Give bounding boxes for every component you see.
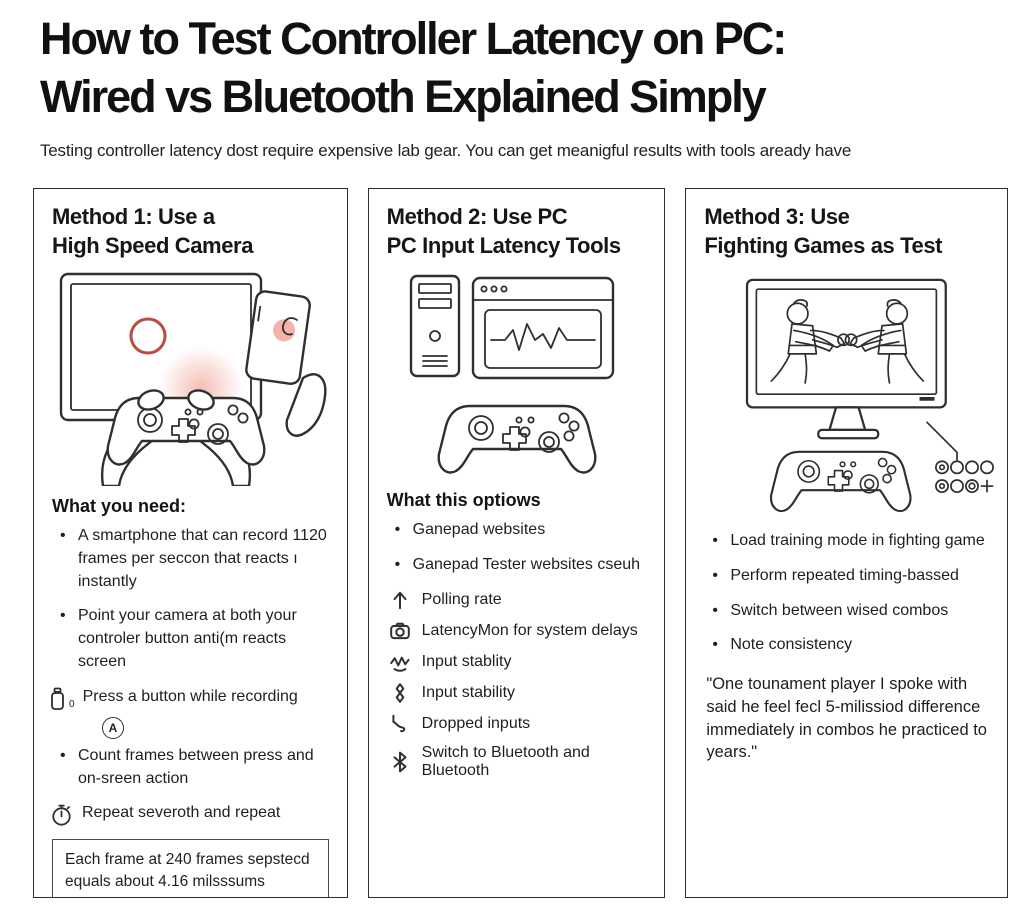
method3-panel: Method 3: Use Fighting Games as Test (685, 188, 1008, 898)
monitor-screen (755, 288, 938, 396)
pc-tools-illustration (409, 274, 614, 474)
right-thumb (187, 389, 216, 411)
on-screen-red-circle (129, 317, 167, 355)
monitor-base (817, 428, 880, 440)
fighter-left (770, 299, 851, 384)
method1-press-row: 0 Press a button while recording (50, 686, 331, 712)
method2-title-line2: PC Input Latency Tools (386, 232, 621, 258)
tool-row-input-stablity: Input stablity (389, 651, 649, 673)
method1-bullet-2: Point your camera at both your controler… (56, 605, 331, 673)
method1-title-line2: High Speed Camera (52, 232, 254, 258)
method2-title: Method 2: Use PC PC Input Latency Tools (385, 203, 649, 260)
method1-bullet-3: Count frames between press and on-sreen … (56, 745, 331, 790)
method1-title-line1: Method 1: Use a (52, 204, 215, 229)
a-button-icon: A (102, 717, 124, 739)
method3-bullet-1: Load training mode in fighting game (708, 530, 991, 553)
tool-label: Dropped inputs (421, 714, 531, 732)
methods-row: Method 1: Use a High Speed Camera (33, 188, 1008, 898)
controller (437, 404, 596, 474)
method3-bullet-4: Note consistency (708, 634, 991, 657)
page-title-line2: Wired vs Bluetooth Explained Simply (40, 70, 767, 122)
tool-row-polling: Polling rate (389, 589, 649, 611)
method3-title-line1: Method 3: Use (704, 204, 850, 229)
method1-section-heading: What you need: (52, 496, 186, 517)
tool-row-dropped-inputs: Dropped inputs (389, 713, 649, 735)
tool-label: Switch to Bluetooth and Bluetooth (421, 743, 590, 779)
dropped-input-icon (392, 714, 405, 732)
camera-icon (389, 622, 410, 639)
latency-waveform (489, 323, 596, 352)
tool-row-input-stability: Input stability (389, 682, 649, 704)
monitor-logo (919, 397, 935, 401)
bluetooth-icon (393, 751, 407, 772)
method3-bullet-2: Perform repeated timing-bassed (708, 565, 991, 588)
method2-bullet-2: Ganepad Tester websites cseuh (391, 554, 649, 577)
tool-label: Input stability (421, 683, 516, 701)
method1-bullet-list-2: Count frames between press and on-sreen … (56, 745, 331, 790)
phone-hand (285, 373, 327, 437)
method2-bullet-1: Ganepad websites (391, 519, 649, 542)
camera-test-illustration (60, 272, 327, 487)
waveform-icon (389, 656, 410, 672)
page-title: How to Test Controller Latency on PC: Wi… (40, 10, 984, 125)
method1-title: Method 1: Use a High Speed Camera (50, 203, 331, 260)
method2-tool-list: Polling rate LatencyMon for system delay… (385, 589, 649, 780)
button-callout (926, 421, 995, 494)
method3-quote: "One tounament player I spoke with said … (706, 675, 987, 762)
method1-note-box: Each frame at 240 frames sepstecd equals… (52, 839, 329, 897)
method1-bullet-1: A smartphone that can record 1120 frames… (56, 525, 331, 593)
pc-tower (409, 274, 460, 378)
controller (106, 396, 266, 466)
page-subtitle: Testing controller latency dost require … (40, 141, 852, 161)
stopwatch-icon (52, 805, 71, 827)
method3-bullet-list: Load training mode in fighting game Perf… (708, 530, 991, 657)
left-thumb (137, 389, 166, 411)
method3-title: Method 3: Use Fighting Games as Test (702, 203, 991, 260)
phone-button-icon (51, 687, 64, 710)
header: How to Test Controller Latency on PC: Wi… (0, 0, 1024, 161)
method1-panel: Method 1: Use a High Speed Camera (33, 188, 348, 898)
fighting-game-illustration (746, 278, 995, 513)
method3-bullet-3: Switch between wised combos (708, 600, 991, 623)
tool-label: Polling rate (421, 590, 502, 608)
tool-row-bluetooth: Switch to Bluetooth and Bluetooth (389, 744, 649, 780)
tool-label: Input stablity (421, 652, 512, 670)
smartphone (245, 290, 312, 386)
method1-repeat-row: Repeat severoth and repeat (50, 802, 331, 827)
method2-title-line1: Method 2: Use PC (386, 204, 568, 229)
method1-bullet-list: A smartphone that can record 1120 frames… (56, 525, 331, 673)
tool-label: LatencyMon for system delays (421, 621, 638, 639)
method2-section-heading: What this optiows (386, 490, 541, 511)
page-title-line1: How to Test Controller Latency on PC: (40, 13, 787, 64)
method1-repeat-label: Repeat severoth and repeat (82, 804, 281, 822)
tool-row-latencymon: LatencyMon for system delays (389, 620, 649, 642)
arrow-up-icon (393, 591, 407, 609)
monitor-stand (828, 406, 867, 432)
phone-finger (282, 317, 299, 336)
controller (770, 450, 912, 513)
chain-link-icon (395, 682, 404, 703)
method2-panel: Method 2: Use PC PC Input Latency Tools (367, 188, 666, 898)
method2-bullet-list: Ganepad websites Ganepad Tester websites… (391, 519, 649, 576)
phone-icon-badge: 0 (69, 698, 75, 710)
fighter-right (844, 299, 925, 384)
method1-press-label: Press a button while recording (82, 687, 298, 705)
browser-window (471, 276, 614, 380)
method3-title-line2: Fighting Games as Test (704, 232, 943, 258)
